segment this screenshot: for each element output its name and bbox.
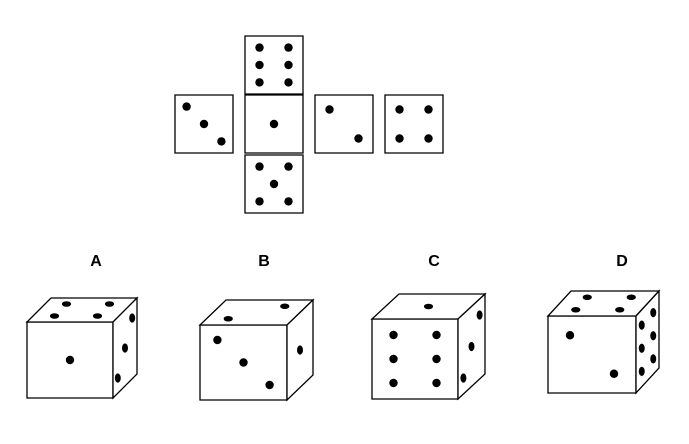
pip bbox=[92, 313, 103, 319]
pip bbox=[650, 308, 657, 318]
net-face-right bbox=[314, 94, 374, 154]
net-face-left bbox=[174, 94, 234, 154]
answer-options bbox=[25, 289, 661, 402]
pip bbox=[255, 60, 264, 70]
pip bbox=[223, 315, 233, 322]
pip bbox=[239, 358, 248, 367]
pip bbox=[650, 354, 657, 364]
option-b-side-face bbox=[286, 298, 314, 402]
pip bbox=[104, 301, 115, 307]
pip bbox=[609, 369, 619, 378]
pip bbox=[354, 134, 363, 143]
pip bbox=[395, 134, 404, 143]
pip bbox=[49, 313, 60, 319]
pip bbox=[255, 43, 264, 52]
option-c-front-face-outline bbox=[371, 318, 459, 400]
option-a-label: A bbox=[90, 253, 102, 270]
pip bbox=[626, 294, 636, 301]
pip bbox=[61, 301, 72, 307]
pip bbox=[269, 119, 279, 129]
pip bbox=[325, 105, 334, 114]
option-c-label: C bbox=[428, 253, 440, 270]
option-b-label: B bbox=[258, 253, 270, 270]
option-d-side-face bbox=[635, 289, 660, 395]
pip bbox=[255, 162, 264, 171]
cube-net bbox=[174, 35, 444, 214]
pip bbox=[424, 105, 433, 114]
pip bbox=[129, 313, 136, 323]
pip bbox=[213, 335, 222, 345]
option-d-die[interactable] bbox=[546, 289, 661, 395]
pip bbox=[255, 197, 264, 206]
pip bbox=[297, 345, 303, 355]
pip bbox=[217, 137, 226, 146]
option-a-die[interactable] bbox=[25, 296, 139, 400]
pip bbox=[615, 306, 625, 313]
net-face-center bbox=[244, 94, 304, 154]
net-face-far-right-outline bbox=[384, 94, 444, 154]
pip bbox=[280, 303, 290, 310]
option-b-front-face bbox=[199, 324, 288, 401]
pip bbox=[468, 341, 475, 352]
net-face-top-outline bbox=[244, 35, 304, 95]
option-d-label: D bbox=[616, 253, 628, 270]
pip bbox=[432, 354, 441, 364]
pip bbox=[284, 78, 293, 87]
pip bbox=[460, 373, 467, 383]
pip bbox=[638, 343, 645, 353]
pip bbox=[432, 378, 441, 388]
pip bbox=[122, 343, 128, 353]
pip bbox=[638, 320, 645, 330]
pip bbox=[269, 179, 279, 189]
pip bbox=[65, 355, 75, 365]
net-face-bottom bbox=[244, 154, 304, 214]
option-c-side-face bbox=[457, 292, 486, 401]
pip bbox=[114, 373, 121, 383]
net-face-top bbox=[244, 35, 304, 95]
option-c-front-face bbox=[371, 318, 459, 400]
pip bbox=[284, 60, 293, 70]
pip bbox=[389, 330, 398, 340]
option-d-front-face bbox=[547, 315, 637, 394]
pip bbox=[650, 331, 657, 341]
net-face-far-right bbox=[384, 94, 444, 154]
pip bbox=[571, 306, 581, 313]
pip bbox=[199, 119, 209, 129]
option-a-side-face bbox=[112, 296, 138, 400]
option-c-die[interactable] bbox=[370, 292, 487, 401]
pip bbox=[389, 354, 398, 364]
pip bbox=[182, 102, 191, 111]
pip bbox=[255, 78, 264, 87]
pip bbox=[389, 378, 398, 388]
pip bbox=[284, 197, 293, 206]
option-a-front-face bbox=[26, 321, 114, 399]
pip bbox=[582, 294, 592, 301]
pip bbox=[423, 303, 434, 310]
pip bbox=[638, 366, 645, 376]
option-b-die[interactable] bbox=[198, 298, 315, 402]
pip bbox=[265, 380, 274, 390]
pip bbox=[565, 331, 575, 340]
pip bbox=[395, 105, 404, 114]
pip bbox=[284, 43, 293, 52]
net-face-right-outline bbox=[314, 94, 374, 154]
option-d-front-face-outline bbox=[547, 315, 637, 394]
pip bbox=[424, 134, 433, 143]
pip bbox=[284, 162, 293, 171]
pip bbox=[476, 310, 483, 320]
pip bbox=[432, 330, 441, 340]
